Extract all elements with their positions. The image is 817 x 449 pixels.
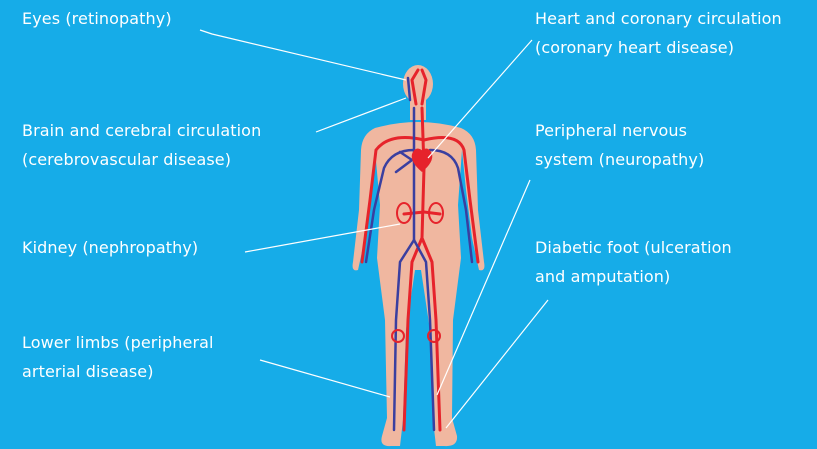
label-brain-line2: (cerebrovascular disease) xyxy=(22,145,261,174)
leader-foot xyxy=(446,300,548,428)
leader-kidney xyxy=(245,224,400,252)
label-heart: Heart and coronary circulation (coronary… xyxy=(535,4,782,62)
label-heart-line2: (coronary heart disease) xyxy=(535,33,782,62)
label-eyes-text: Eyes (retinopathy) xyxy=(22,4,172,33)
leader-eyes xyxy=(200,30,406,80)
label-heart-line1: Heart and coronary circulation xyxy=(535,4,782,33)
leader-limbs xyxy=(260,360,390,397)
leader-heart xyxy=(428,40,532,158)
label-nerve-line2: system (neuropathy) xyxy=(535,145,704,174)
label-peripheral-nervous: Peripheral nervous system (neuropathy) xyxy=(535,116,704,174)
label-limbs-line1: Lower limbs (peripheral xyxy=(22,328,214,357)
label-nerve-line1: Peripheral nervous xyxy=(535,116,704,145)
label-kidney-text: Kidney (nephropathy) xyxy=(22,233,198,262)
label-limbs-line2: arterial disease) xyxy=(22,357,214,386)
label-brain-line1: Brain and cerebral circulation xyxy=(22,116,261,145)
human-body-silhouette xyxy=(353,65,485,446)
label-foot-line2: and amputation) xyxy=(535,262,732,291)
leader-lines xyxy=(200,30,548,428)
label-foot-line1: Diabetic foot (ulceration xyxy=(535,233,732,262)
label-brain: Brain and cerebral circulation (cerebrov… xyxy=(22,116,261,174)
label-lower-limbs: Lower limbs (peripheral arterial disease… xyxy=(22,328,214,386)
label-diabetic-foot: Diabetic foot (ulceration and amputation… xyxy=(535,233,732,291)
label-kidney: Kidney (nephropathy) xyxy=(22,233,198,262)
label-eyes: Eyes (retinopathy) xyxy=(22,4,172,33)
